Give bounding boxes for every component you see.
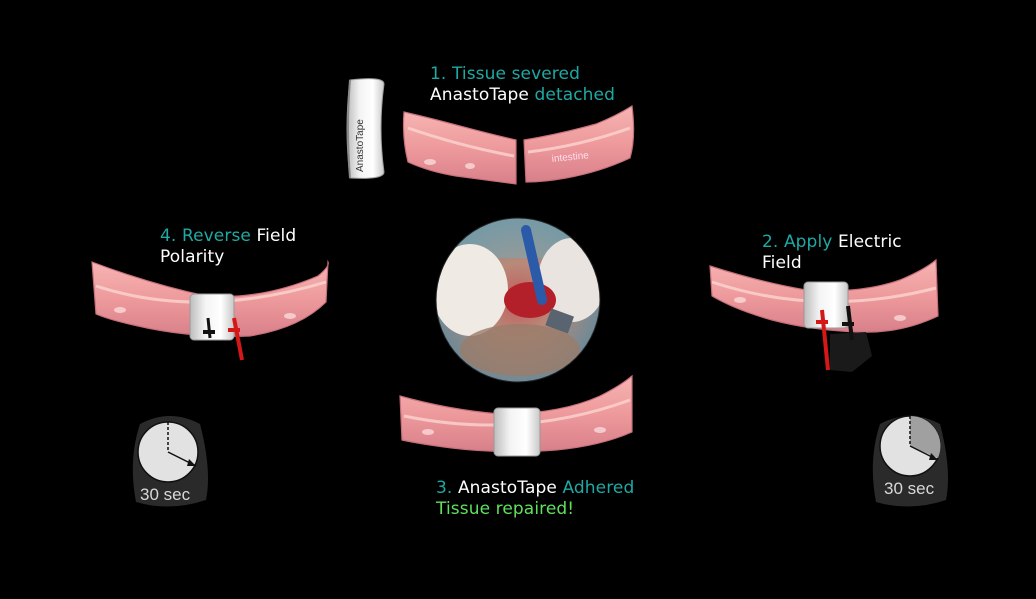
intestine-right-piece: intestine: [523, 104, 635, 183]
step-title: Tissue severed: [451, 64, 580, 84]
red-probe: [228, 317, 244, 361]
intestine-label: intestine: [551, 150, 590, 165]
anastotape-band: [189, 293, 235, 341]
step-title-end: Polarity: [160, 247, 225, 267]
surgery-photo: [436, 218, 600, 382]
step-status: Adhered: [562, 478, 635, 498]
product-name: AnastoTape: [430, 85, 529, 105]
red-probe: [816, 309, 830, 371]
step-title: Reverse: [181, 226, 251, 246]
step-number: 2.: [762, 232, 779, 252]
step1-caption: 1. Tissue severed AnastoTape detached: [430, 64, 615, 106]
result-text: Tissue repaired!: [436, 499, 575, 519]
step-title-rest: Field: [256, 226, 297, 246]
step3-caption: 3. AnastoTape Adhered Tissue repaired!: [436, 478, 634, 520]
anastotape-band: [493, 407, 541, 457]
step3-illustration: [399, 374, 633, 457]
product-name: AnastoTape: [457, 478, 557, 498]
intestine-left-piece: [402, 111, 517, 185]
black-probe: [842, 305, 854, 341]
step-number: 1.: [430, 64, 447, 84]
probe-holder: [830, 332, 872, 372]
anastotape-band: AnastoTape: [346, 78, 385, 179]
step4-illustration: [91, 259, 329, 361]
step-status: detached: [534, 85, 616, 105]
step1-illustration: AnastoTape intestine: [346, 78, 635, 185]
step2-caption: 2. Apply Electric Field: [762, 232, 902, 274]
anastotape-band: [803, 281, 849, 329]
step-title: Apply: [783, 232, 833, 252]
tape-label: AnastoTape: [355, 119, 366, 172]
timer-label: 30 sec: [884, 479, 935, 498]
step4-caption: 4. Reverse Field Polarity: [160, 226, 296, 268]
timer-left: 30 sec: [132, 416, 208, 507]
step2-illustration: [709, 258, 939, 372]
timer-label: 30 sec: [140, 485, 191, 504]
step-title-end: Field: [762, 253, 802, 273]
timer-right: 30 sec: [872, 415, 948, 507]
step-number: 4.: [160, 226, 177, 246]
step-title-rest: Electric: [837, 232, 902, 252]
step-number: 3.: [436, 478, 453, 498]
black-probe: [203, 317, 215, 339]
